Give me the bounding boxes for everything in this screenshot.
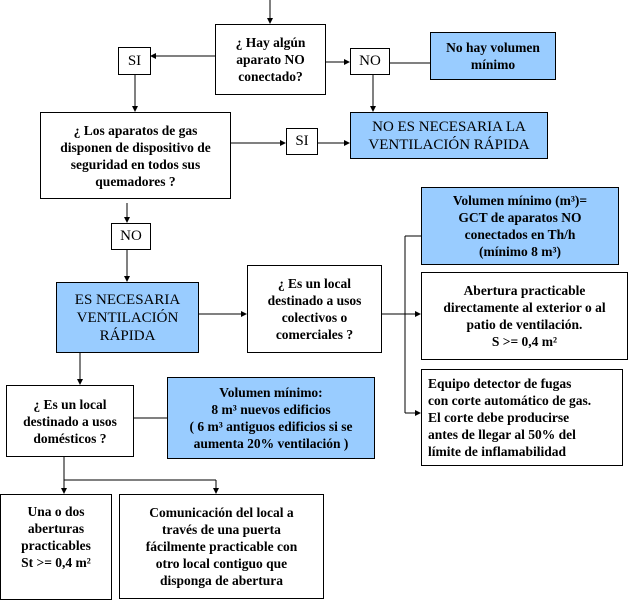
one-or-two-openings-box: Una o dos aberturas practicables St >= 0… xyxy=(0,494,112,600)
yes-label-1: SI xyxy=(118,47,151,75)
min-volume-domestic-box: Volumen mínimo: 8 m³ nuevos edificios ( … xyxy=(167,377,375,459)
adjacent-room-communication-box: Comunicación del local a través de una p… xyxy=(119,494,324,599)
yes-label-2: SI xyxy=(286,128,318,155)
no-label-1: NO xyxy=(350,48,390,75)
question-collective-box: ¿ Es un local destinado a usos colectivo… xyxy=(247,265,382,353)
question-domestic-box: ¿ Es un local destinado a usos doméstico… xyxy=(6,385,134,457)
leak-detector-box: Equipo detector de fugas con corte autom… xyxy=(421,369,623,466)
no-minimum-volume-box: No hay volumen mínimo xyxy=(430,32,556,80)
question-not-connected-box: ¿ Hay algún aparato NO conectado? xyxy=(215,24,326,95)
no-label-2: NO xyxy=(111,223,151,250)
not-necessary-ventilation-box: NO ES NECESARIA LA VENTILACIÓN RÁPIDA xyxy=(350,112,548,159)
question-safety-devices-box: ¿ Los aparatos de gas disponen de dispos… xyxy=(40,112,231,199)
opening-exterior-box: Abertura practicable directamente al ext… xyxy=(421,272,628,360)
min-volume-gct-box: Volumen mínimo (m³)= GCT de aparatos NO … xyxy=(421,187,619,265)
necessary-ventilation-box: ES NECESARIA VENTILACIÓN RÁPIDA xyxy=(56,282,199,353)
